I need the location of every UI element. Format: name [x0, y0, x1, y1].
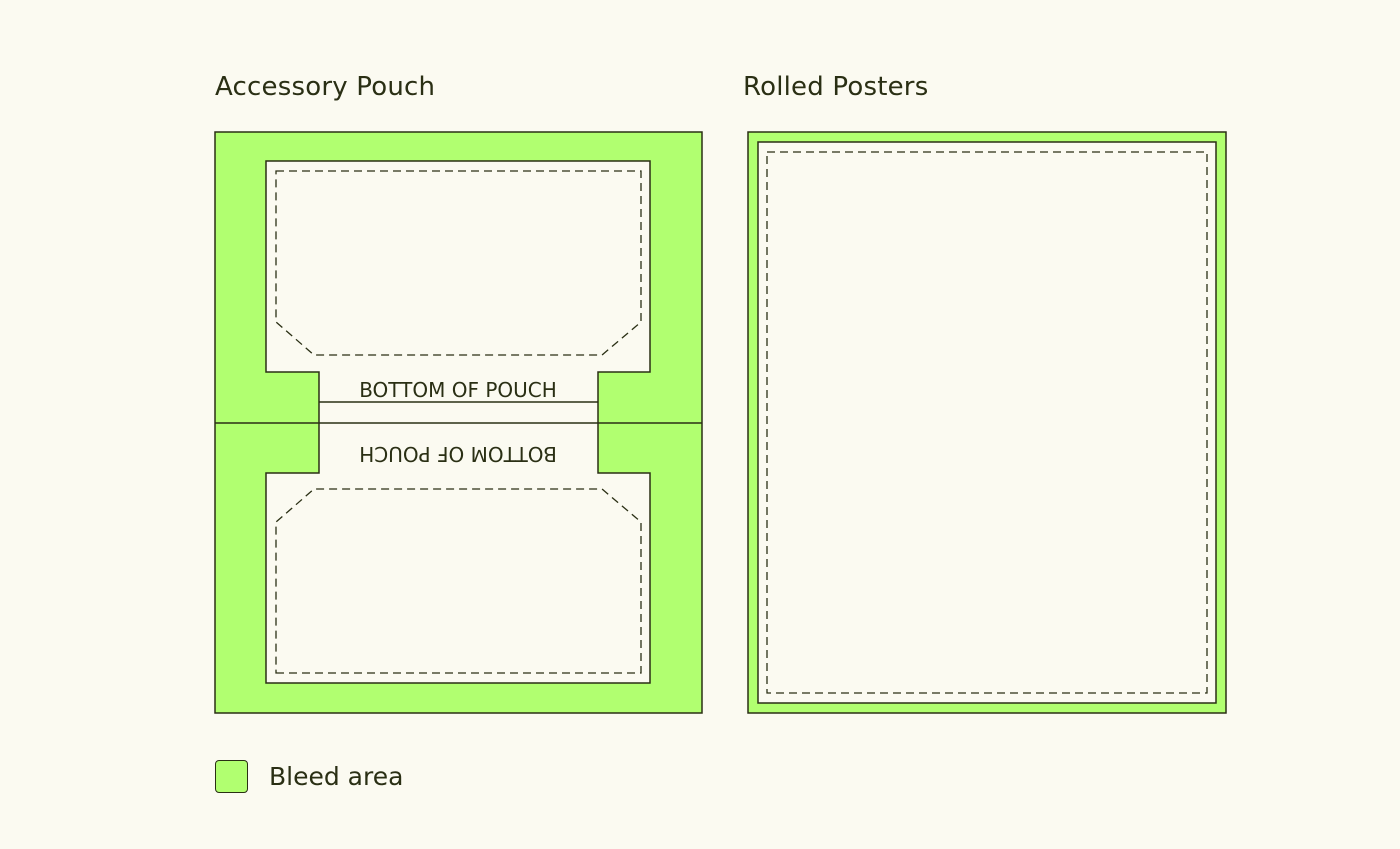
pouch-bottom-safe-area	[275, 488, 642, 674]
bleed-area-legend-label: Bleed area	[269, 762, 404, 791]
bottom-of-pouch-label: BOTTOM OF POUCH	[359, 378, 557, 402]
bottom-of-pouch-label-flipped: BOTTOM OF POUCH	[359, 442, 557, 466]
poster-trim-outline	[757, 141, 1217, 704]
accessory-pouch-template: BOTTOM OF POUCH BOTTOM OF POUCH	[214, 131, 703, 714]
pouch-top-safe-area	[275, 170, 642, 356]
poster-safe-area	[766, 151, 1208, 694]
accessory-pouch-title: Accessory Pouch	[215, 72, 436, 102]
bleed-area-swatch	[215, 760, 248, 793]
rolled-posters-template	[747, 131, 1227, 714]
rolled-posters-title: Rolled Posters	[743, 72, 929, 102]
legend: Bleed area	[215, 760, 403, 793]
pouch-trim-outline	[265, 160, 651, 684]
